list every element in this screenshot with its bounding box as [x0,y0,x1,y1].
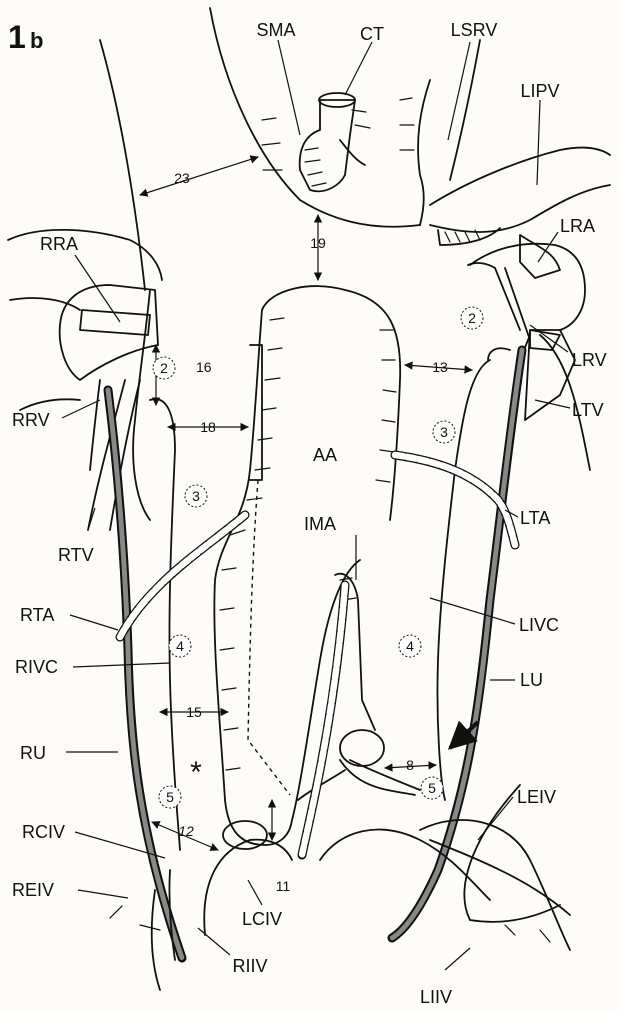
label-ct: CT [360,24,384,44]
label-ltv: LTV [572,400,604,420]
label-ima: IMA [304,514,336,534]
measure-13: 13 [432,359,448,375]
ima-vessel [302,585,345,855]
measure-23: 23 [174,170,190,186]
label-aa: AA [313,445,337,465]
label-lciv: LCIV [242,909,282,929]
circled-markers [153,307,483,808]
label-lra: LRA [560,216,595,236]
circled-4-left: 4 [176,638,184,654]
measure-15: 15 [186,704,202,720]
measure-16: 16 [196,359,212,375]
label-reiv: REIV [12,880,54,900]
asterisk-marker: * [190,756,202,789]
circled-4-right: 4 [406,638,414,654]
measure-19: 19 [310,235,326,251]
label-leiv: LEIV [517,787,556,807]
label-ru: RU [20,743,46,763]
label-leaders [62,40,570,970]
measure-8: 8 [406,757,414,773]
label-rrv: RRV [12,410,50,430]
circled-5-right: 5 [428,780,436,796]
label-lipv: LIPV [520,81,559,101]
mesentery-outline [210,8,610,245]
circled-2-right: 2 [468,310,476,326]
right-testicular-artery [120,515,245,637]
label-rra: RRA [40,234,78,254]
circled-3-left: 3 [192,488,200,504]
label-rtv: RTV [58,545,94,565]
label-lsrv: LSRV [451,20,498,40]
label-lta: LTA [520,508,550,528]
label-riiv: RIIV [232,956,267,976]
right-ureter [108,390,182,958]
panel-number: 1 [8,19,26,55]
label-livc: LIVC [519,615,559,635]
circled-5-left: 5 [166,789,174,805]
label-liiv: LIIV [420,987,452,1007]
measure-12: 12 [178,823,194,839]
measure-18: 18 [200,419,216,435]
label-rta: RTA [20,605,54,625]
label-sma: SMA [256,20,295,40]
circled-3-right: 3 [440,424,448,440]
measure-11: 11 [276,878,291,894]
label-rivc: RIVC [15,657,58,677]
panel-letter: b [30,28,43,53]
label-lu: LU [520,670,543,690]
label-lrv: LRV [572,350,607,370]
label-rciv: RCIV [22,822,65,842]
celiac-sma-stumps [300,93,370,191]
right-ivc [150,399,180,850]
circled-2-left: 2 [160,360,168,376]
